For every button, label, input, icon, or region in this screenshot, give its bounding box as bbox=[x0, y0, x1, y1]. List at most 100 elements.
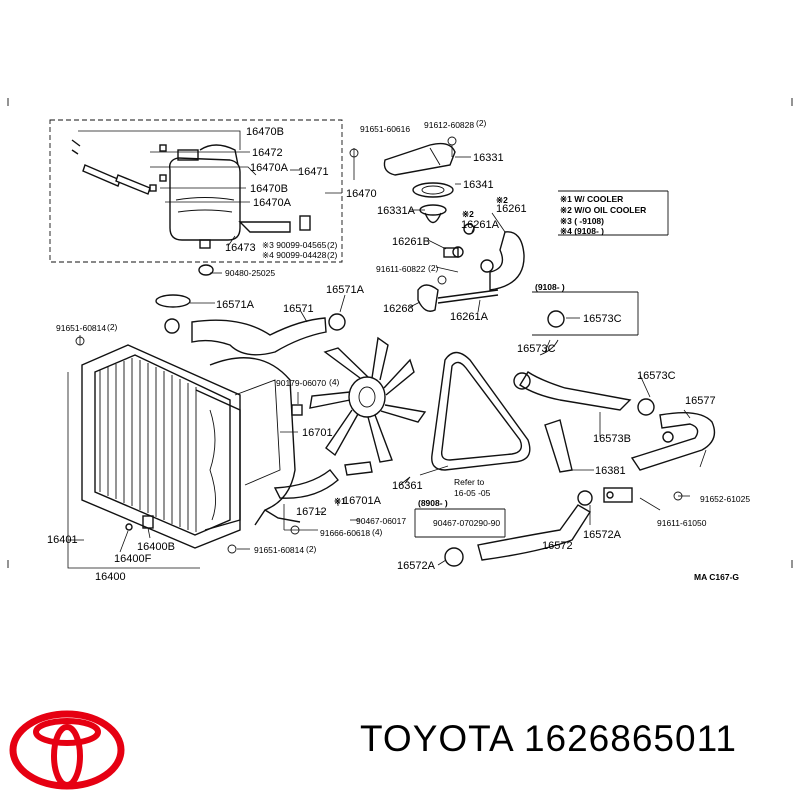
label-16577: 16577 bbox=[685, 395, 716, 407]
toyota-logo bbox=[9, 710, 125, 790]
label-90480-25025: 90480-25025 bbox=[225, 268, 275, 278]
legend-line-2: ※2 W/O OIL COOLER bbox=[560, 205, 646, 215]
label-16470A-2: 16470A bbox=[253, 197, 292, 209]
label-16701: 16701 bbox=[302, 427, 333, 439]
reservoir-hose-pieces bbox=[71, 139, 167, 195]
label-16573C-3: 16573C bbox=[637, 370, 676, 382]
label-90179-06070-note: (4) bbox=[329, 377, 340, 387]
label-16471: 16471 bbox=[298, 166, 329, 178]
inset-9108-label: (9108- ) bbox=[535, 282, 565, 292]
label-16701A: 16701A bbox=[343, 495, 382, 507]
fan-shroud bbox=[209, 357, 296, 526]
lower-hose-16572 bbox=[444, 490, 593, 567]
radiator-leaders bbox=[67, 372, 298, 569]
label-16261A-1: 16261A bbox=[461, 219, 500, 231]
inset-8908-label: (8908- ) bbox=[418, 498, 448, 508]
reservoir-leaders bbox=[78, 130, 355, 274]
label-16381: 16381 bbox=[595, 465, 626, 477]
hose-clamps-upper bbox=[443, 223, 494, 273]
label-16470A-1: 16470A bbox=[250, 162, 289, 174]
label-91652-61025: 91652-61025 bbox=[700, 494, 750, 504]
label-16572: 16572 bbox=[542, 540, 573, 552]
refer-to-line-1: Refer to bbox=[454, 477, 485, 487]
label-91651-60616: 91651-60616 bbox=[360, 124, 410, 134]
label-91612-60828-note: (2) bbox=[476, 118, 487, 128]
label-91651-60814: 91651-60814 bbox=[56, 323, 106, 333]
label-91611-61050: 91611-61050 bbox=[657, 518, 707, 528]
label-16572A-2: 16572A bbox=[397, 560, 436, 572]
thermostat-leaders bbox=[409, 145, 506, 313]
bypass-hose-16261 bbox=[489, 231, 525, 291]
reservoir-group-box bbox=[49, 119, 343, 263]
label-90099-04428-note: (2) bbox=[327, 250, 338, 260]
label-90467-070290: 90467-070290-90 bbox=[433, 518, 500, 528]
label-16712: 16712 bbox=[296, 506, 327, 518]
reservoir-cap bbox=[198, 264, 214, 276]
reservoir-bracket bbox=[238, 215, 311, 233]
label-16261B: 16261B bbox=[392, 236, 430, 248]
label-91651-60814-note: (2) bbox=[107, 322, 118, 332]
label-91666-60618: 91666-60618 bbox=[320, 528, 370, 538]
label-16573C-1: 16573C bbox=[583, 313, 622, 325]
legend-line-1: ※1 W/ COOLER bbox=[560, 194, 623, 204]
label-16573C-2: 16573C bbox=[517, 343, 556, 355]
label-91651-60814-b-note: (2) bbox=[306, 544, 317, 554]
refer-to-box-8908 bbox=[399, 476, 506, 538]
heater-hose-16573B bbox=[513, 339, 655, 416]
label-16571A-2: 16571A bbox=[216, 299, 255, 311]
drain-cock bbox=[125, 515, 154, 531]
reservoir-tank bbox=[168, 144, 241, 249]
legend-line-3: ※3 ( -9108) bbox=[560, 216, 604, 226]
v-belt bbox=[431, 351, 531, 471]
label-90179-06070: 90179-06070 bbox=[276, 378, 326, 388]
bolt-marker-91651-60814-top bbox=[75, 336, 85, 346]
label-16261A-2: 16261A bbox=[450, 311, 489, 323]
label-91651-60814-b: 91651-60814 bbox=[254, 545, 304, 555]
refer-to-line-2: 16-05 -05 bbox=[454, 488, 491, 498]
label-16361: 16361 bbox=[392, 480, 423, 492]
radiator bbox=[81, 344, 241, 549]
fan-nut bbox=[291, 404, 303, 416]
label-16261: 16261 bbox=[496, 203, 527, 215]
svg-text:※1: ※1 bbox=[334, 496, 346, 506]
lower-right-leaders bbox=[437, 339, 707, 566]
bolt-marker-91652-61025 bbox=[673, 491, 683, 501]
label-16571A-1: 16571A bbox=[326, 284, 365, 296]
bolt-marker-91611-60822 bbox=[437, 275, 447, 285]
svg-text:※2: ※2 bbox=[496, 195, 508, 205]
water-inlet bbox=[383, 142, 456, 176]
bolt-marker-91612-60828 bbox=[447, 136, 457, 146]
label-16400: 16400 bbox=[95, 571, 126, 583]
label-16268: 16268 bbox=[383, 303, 414, 315]
brand-and-part-number: TOYOTA 1626865011 bbox=[360, 718, 737, 760]
label-90099-04565: ※3 90099-04565 bbox=[262, 240, 327, 250]
bypass-pipe-16268 bbox=[417, 284, 499, 312]
label-90099-04565-note: (2) bbox=[327, 240, 338, 250]
bracket-16381 bbox=[544, 419, 594, 473]
shroud-lower-leaders bbox=[283, 500, 360, 531]
legend-line-4: ※4 (9108- ) bbox=[560, 226, 604, 236]
label-90099-04428: ※4 90099-04428 bbox=[262, 250, 327, 260]
label-16573B: 16573B bbox=[593, 433, 631, 445]
label-91612-60828: 91612-60828 bbox=[424, 120, 474, 130]
label-16401: 16401 bbox=[47, 534, 78, 546]
label-91611-60822-note: (2) bbox=[428, 263, 439, 273]
legend-box bbox=[558, 190, 669, 236]
cooling-fan bbox=[309, 336, 427, 463]
brand-name: TOYOTA bbox=[360, 718, 513, 759]
bolt-marker-91651-60814-bottom bbox=[227, 544, 237, 554]
label-16400F: 16400F bbox=[114, 553, 152, 565]
label-16470B: 16470B bbox=[246, 126, 284, 138]
label-16473: 16473 bbox=[225, 242, 256, 254]
label-90467-06017: 90467-06017 bbox=[356, 516, 406, 526]
water-pipe-connector bbox=[603, 487, 633, 503]
label-16331: 16331 bbox=[473, 152, 504, 164]
label-16572A-1: 16572A bbox=[583, 529, 622, 541]
label-16341: 16341 bbox=[463, 179, 494, 191]
label-16472: 16472 bbox=[252, 147, 283, 159]
label-16400B: 16400B bbox=[137, 541, 175, 553]
label-91666-60618-note: (4) bbox=[372, 527, 383, 537]
bolt-marker-91651-60616 bbox=[349, 148, 359, 158]
inset-9108-box bbox=[532, 291, 639, 336]
